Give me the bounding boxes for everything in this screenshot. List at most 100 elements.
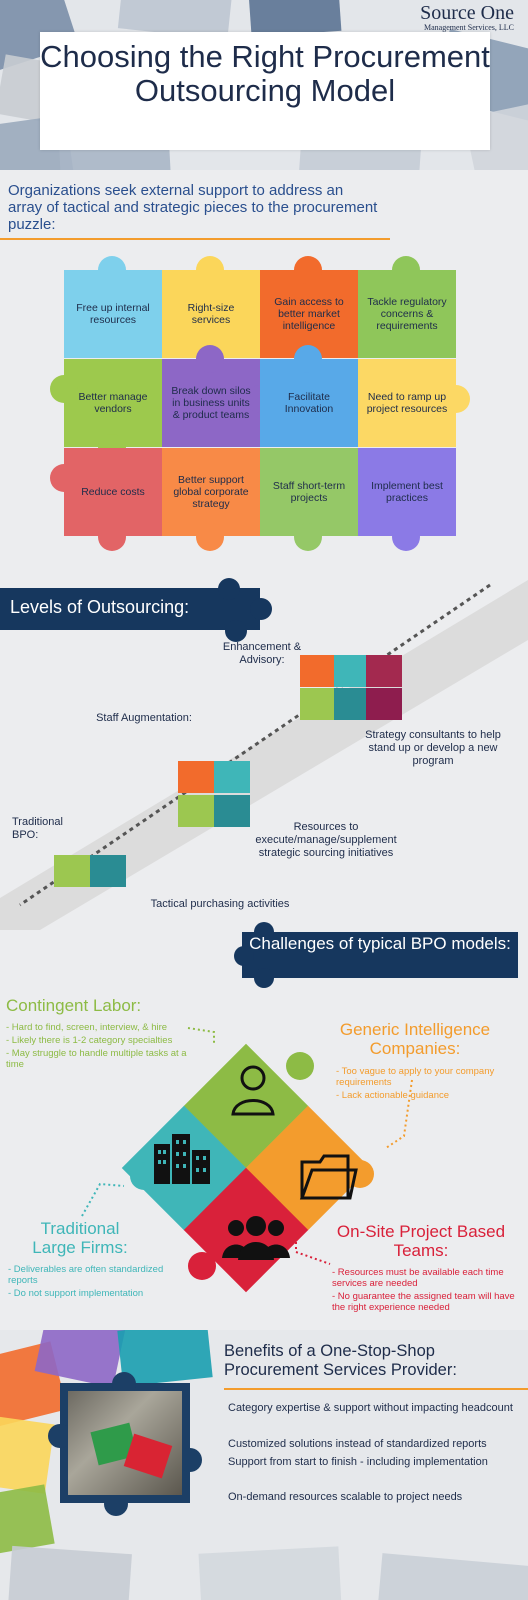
- benefits-title: Benefits of a One-Stop-Shop Procurement …: [224, 1342, 457, 1379]
- divider: [224, 1388, 528, 1390]
- puzzle-piece: [64, 270, 162, 358]
- logo-text: Source One: [420, 2, 514, 24]
- piece-knob: [346, 1160, 374, 1188]
- challenges-title-knob: [234, 946, 254, 966]
- puzzle-piece-label: Break down silos in business units & pro…: [171, 385, 251, 421]
- benefit-item: Support from start to finish - including…: [228, 1456, 488, 1468]
- enhancement-piece: [300, 655, 336, 687]
- puzzle-piece-label-wrap: Facilitate Innovation: [260, 359, 358, 447]
- puzzle-knob: [98, 256, 126, 284]
- levels-title-knob: [218, 578, 240, 600]
- enhancement-piece: [300, 688, 336, 720]
- puzzle-knob: [196, 345, 224, 373]
- puzzle-piece: [358, 359, 456, 447]
- enhancement-piece: [366, 655, 402, 687]
- enhancement-desc: Strategy consultants to help stand up or…: [365, 729, 501, 767]
- enhancement-label: Enhancement & Advisory:: [222, 641, 302, 666]
- photo-frame-knob: [178, 1448, 202, 1472]
- piece-knob: [188, 1252, 216, 1280]
- team-icon: [222, 1216, 290, 1260]
- staff-piece: [214, 795, 250, 827]
- benefits-puzzle-piece: [378, 1553, 528, 1600]
- puzzle-piece-label-wrap: Need to ramp up project resources: [358, 359, 456, 447]
- challenges-title-panel: [242, 932, 518, 978]
- puzzle-piece-label-wrap: Break down silos in business units & pro…: [162, 359, 260, 447]
- connector-teal: [81, 1182, 125, 1217]
- puzzle-piece-label-wrap: Right-size services: [162, 270, 260, 358]
- bpo-desc: Tactical purchasing activities: [150, 898, 290, 910]
- list-item: - Too vague to apply to your company req…: [336, 1066, 495, 1088]
- puzzle-piece: [358, 270, 456, 358]
- logo-subtext: Management Services, LLC: [424, 23, 514, 32]
- benefit-item: Customized solutions instead of standard…: [228, 1438, 487, 1450]
- puzzle-piece-label: Tackle regulatory concerns & requirement…: [367, 296, 447, 332]
- puzzle-piece-label: Need to ramp up project resources: [366, 391, 448, 415]
- puzzle-piece: [64, 359, 162, 447]
- puzzle-knob: [294, 523, 322, 551]
- staff-desc: Resources to execute/manage/supplement s…: [255, 821, 397, 859]
- generic-list: - Too vague to apply to your company req…: [336, 1066, 518, 1103]
- levels-title-panel: [0, 588, 260, 630]
- list-item: - Deliverables are often standardized re…: [8, 1264, 164, 1286]
- puzzle-piece-label: Right-size services: [187, 302, 235, 326]
- challenges-title-knob: [254, 922, 274, 942]
- enhancement-piece: [366, 688, 402, 720]
- puzzle-piece-label: Reduce costs: [81, 486, 145, 498]
- bpo-piece: [90, 855, 126, 887]
- benefit-item: Category expertise & support without imp…: [228, 1402, 513, 1414]
- puzzle-piece: [260, 448, 358, 536]
- puzzle-piece-label: Better support global corporate strategy: [173, 474, 249, 510]
- list-item: - No guarantee the assigned team will ha…: [332, 1291, 515, 1313]
- puzzle-piece-label: Free up internal resources: [76, 302, 150, 326]
- photo-red-piece: [123, 1433, 173, 1479]
- title-panel: [40, 32, 490, 150]
- levels-title-knob: [250, 598, 272, 620]
- benefits-puzzle-piece: [0, 1416, 55, 1494]
- puzzle-piece: [260, 270, 358, 358]
- logo: Source One Management Services, LLC: [420, 3, 514, 32]
- person-icon: [231, 1065, 275, 1116]
- dotted-path: [19, 583, 491, 907]
- enhancement-piece: [334, 655, 370, 687]
- list-item: - May struggle to handle multiple tasks …: [6, 1048, 187, 1070]
- levels-title: Levels of Outsourcing:: [10, 597, 190, 617]
- connector-orange: [385, 1079, 413, 1149]
- benefit-item: On-demand resources scalable to project …: [228, 1491, 463, 1503]
- puzzle-knob: [98, 523, 126, 551]
- puzzle-piece-label-wrap: Staff short-term projects: [260, 448, 358, 536]
- puzzle-piece-label: Gain access to better market intelligenc…: [274, 296, 344, 332]
- puzzle-knob: [294, 345, 322, 373]
- photo-frame-knob: [104, 1492, 128, 1516]
- list-item: - Hard to find, screen, interview, & hir…: [6, 1022, 168, 1033]
- puzzle-piece-label: Facilitate Innovation: [284, 391, 334, 415]
- page-title: Choosing the Right Procurement Outsourci…: [40, 39, 490, 108]
- puzzle-knob: [442, 385, 470, 413]
- puzzle-piece-label-wrap: Gain access to better market intelligenc…: [260, 270, 358, 358]
- list-item: - Do not support implementation: [8, 1288, 144, 1299]
- puzzle-piece-label-wrap: Tackle regulatory concerns & requirement…: [358, 270, 456, 358]
- onsite-heading: On-Site Project Based Teams:: [336, 1222, 506, 1260]
- levels-title-knob: [225, 620, 247, 642]
- staff-piece: [178, 795, 214, 827]
- benefits-puzzle-piece: [0, 1484, 55, 1556]
- puzzle-knob: [50, 464, 78, 492]
- piece-knob: [130, 1162, 158, 1190]
- large-firms-heading: Traditional Large Firms:: [32, 1219, 128, 1257]
- enhancement-piece: [334, 688, 370, 720]
- puzzle-knob: [392, 523, 420, 551]
- building-icon: [154, 1134, 210, 1184]
- divider: [0, 238, 390, 240]
- list-item: - Likely there is 1-2 category specialti…: [6, 1035, 173, 1046]
- bpo-piece: [54, 855, 90, 887]
- staff-piece: [214, 761, 250, 793]
- list-item: - Lack actionable guidance: [336, 1090, 450, 1101]
- puzzle-knob: [294, 256, 322, 284]
- benefits-puzzle-piece: [198, 1546, 342, 1600]
- puzzle-piece: [162, 270, 260, 358]
- staff-piece: [178, 761, 214, 793]
- puzzle-piece: [162, 448, 260, 536]
- contingent-heading: Contingent Labor:: [6, 996, 142, 1015]
- puzzle-piece-label-wrap: Reduce costs: [64, 448, 162, 536]
- folder-icon: [299, 1154, 358, 1200]
- staff-label: Staff Augmentation:: [96, 712, 192, 724]
